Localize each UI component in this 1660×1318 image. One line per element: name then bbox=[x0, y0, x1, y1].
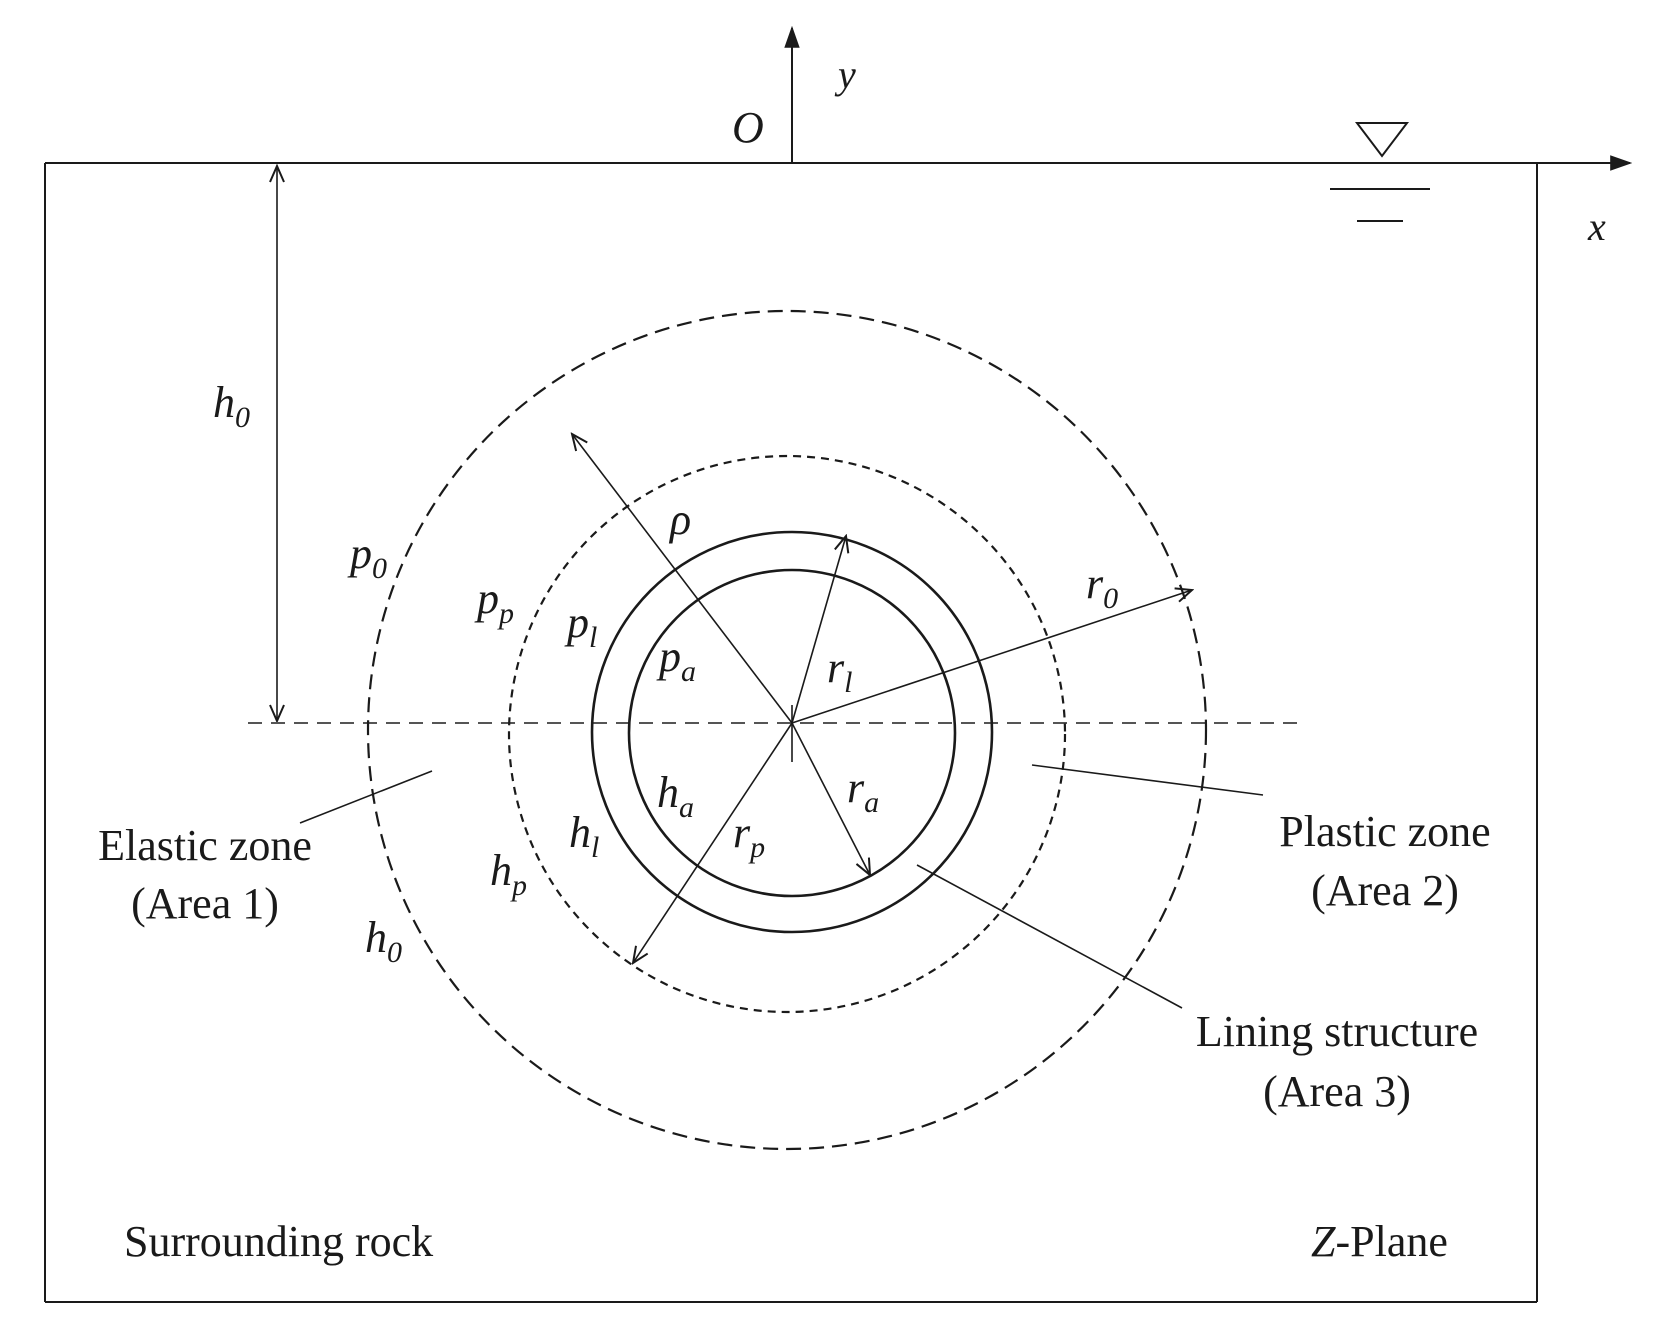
ra-arrow bbox=[791, 722, 870, 875]
surrounding-rock-label: Surrounding rock bbox=[124, 1217, 433, 1266]
domain-boundary bbox=[44, 163, 1538, 1303]
r0-arrow bbox=[791, 590, 1192, 724]
rp-label: rp bbox=[733, 808, 765, 864]
elastic-zone-boundary bbox=[366, 309, 1208, 1151]
elastic-zone-area: (Area 1) bbox=[131, 879, 279, 928]
rp-arrow bbox=[633, 722, 793, 963]
rl-label: rl bbox=[827, 643, 852, 699]
rho-arrow bbox=[572, 434, 793, 724]
origin-label: O bbox=[732, 103, 764, 152]
depth-label-h0: h0 bbox=[213, 378, 250, 434]
ra-label: ra bbox=[847, 763, 879, 819]
water-table-icon bbox=[1330, 122, 1430, 222]
hp-label: hp bbox=[490, 846, 527, 902]
elastic-zone-leader bbox=[299, 770, 433, 824]
elastic-zone-label: Elastic zone bbox=[98, 821, 312, 870]
plastic-zone-leader bbox=[1031, 764, 1264, 796]
pl-label: pl bbox=[564, 598, 597, 654]
lining-structure-label: Lining structure bbox=[1196, 1007, 1478, 1056]
p0-label: p0 bbox=[347, 529, 387, 585]
plastic-zone-label: Plastic zone bbox=[1279, 807, 1490, 856]
rl-arrow bbox=[791, 536, 846, 724]
pp-label: pp bbox=[474, 574, 514, 630]
lining-inner-boundary bbox=[627, 568, 957, 898]
lining-leader bbox=[916, 864, 1183, 1009]
lining-outer-boundary bbox=[590, 530, 994, 934]
pa-label: pa bbox=[656, 632, 696, 688]
plastic-zone-boundary bbox=[507, 454, 1067, 1014]
hl-label: hl bbox=[569, 808, 599, 864]
ha-label: ha bbox=[657, 768, 694, 824]
plastic-zone-area: (Area 2) bbox=[1311, 866, 1459, 915]
h0-label: h0 bbox=[365, 913, 402, 969]
y-axis-label: y bbox=[834, 52, 856, 97]
rho-label: ρ bbox=[668, 495, 691, 544]
x-axis-label: x bbox=[1587, 204, 1606, 249]
lining-structure-area: (Area 3) bbox=[1263, 1067, 1411, 1116]
z-plane-label: Z-Plane bbox=[1311, 1217, 1448, 1266]
r0-label: r0 bbox=[1086, 559, 1118, 615]
